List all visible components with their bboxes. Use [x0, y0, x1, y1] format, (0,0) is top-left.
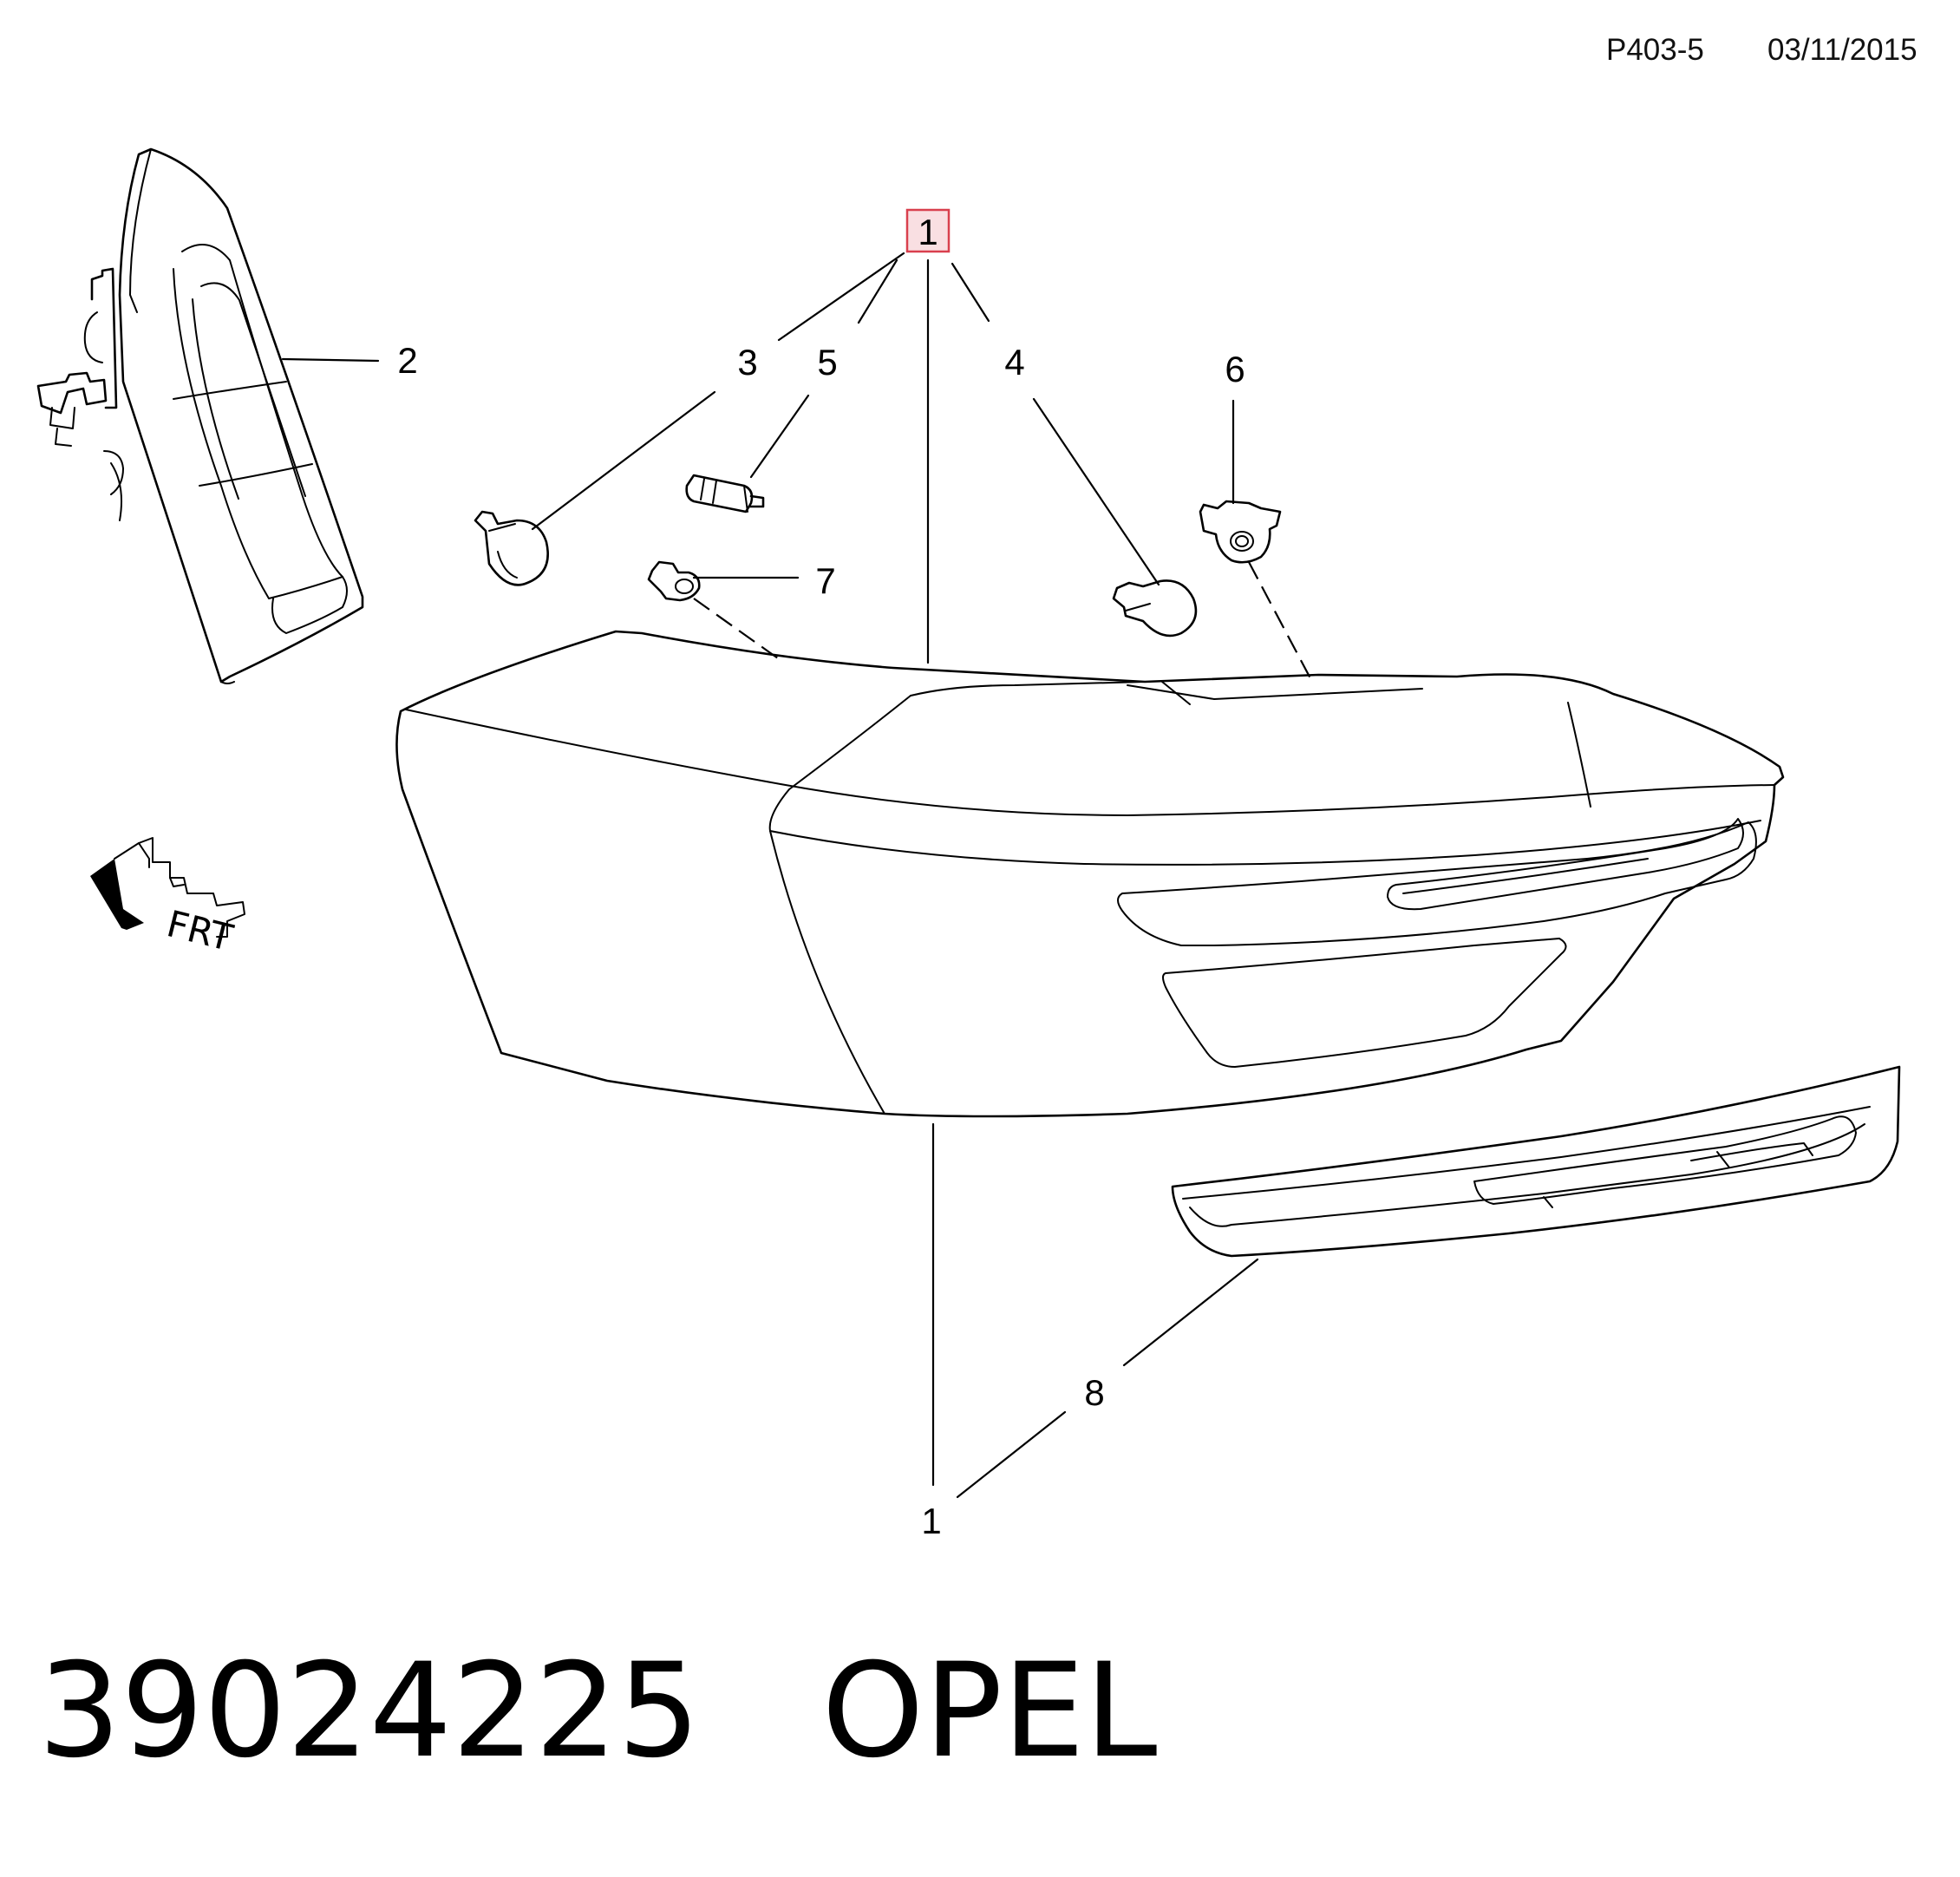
- callout-5[interactable]: 5: [817, 342, 837, 383]
- callout-4[interactable]: 4: [1004, 342, 1024, 383]
- callout-2[interactable]: 2: [397, 340, 417, 381]
- part-2-lamp-housing: [36, 147, 364, 684]
- diagram-date: 03/11/2015: [1767, 33, 1918, 67]
- frt-label: FRT: [163, 902, 238, 959]
- front-arrow-icon: [90, 837, 245, 938]
- part-7-clip: [647, 560, 701, 602]
- callout-3[interactable]: 3: [737, 342, 757, 383]
- callout-1-highlight-box[interactable]: [905, 208, 951, 253]
- callout-8[interactable]: 8: [1084, 1372, 1104, 1413]
- part-4-bulb: [1112, 579, 1198, 638]
- part-8-lens-trim: [1171, 1065, 1901, 1258]
- front-orientation-marker: FRT: [90, 837, 245, 959]
- part-5-wedge-bulb: [685, 474, 765, 513]
- callout-1-top[interactable]: 1: [918, 212, 938, 252]
- part-6-socket: [1199, 500, 1282, 564]
- brand-name: OPEL: [821, 1636, 1158, 1787]
- part-3-bulb: [474, 510, 549, 586]
- callout-1-bottom[interactable]: 1: [921, 1501, 941, 1541]
- part-1-tail-lamp-assembly: [395, 630, 1785, 1118]
- diagram-reference-code: P403-5: [1606, 33, 1704, 67]
- callout-6[interactable]: 6: [1225, 349, 1245, 389]
- part-number: 39024225: [38, 1636, 701, 1787]
- leader-lines: [281, 252, 1312, 1499]
- callout-7[interactable]: 7: [815, 560, 835, 601]
